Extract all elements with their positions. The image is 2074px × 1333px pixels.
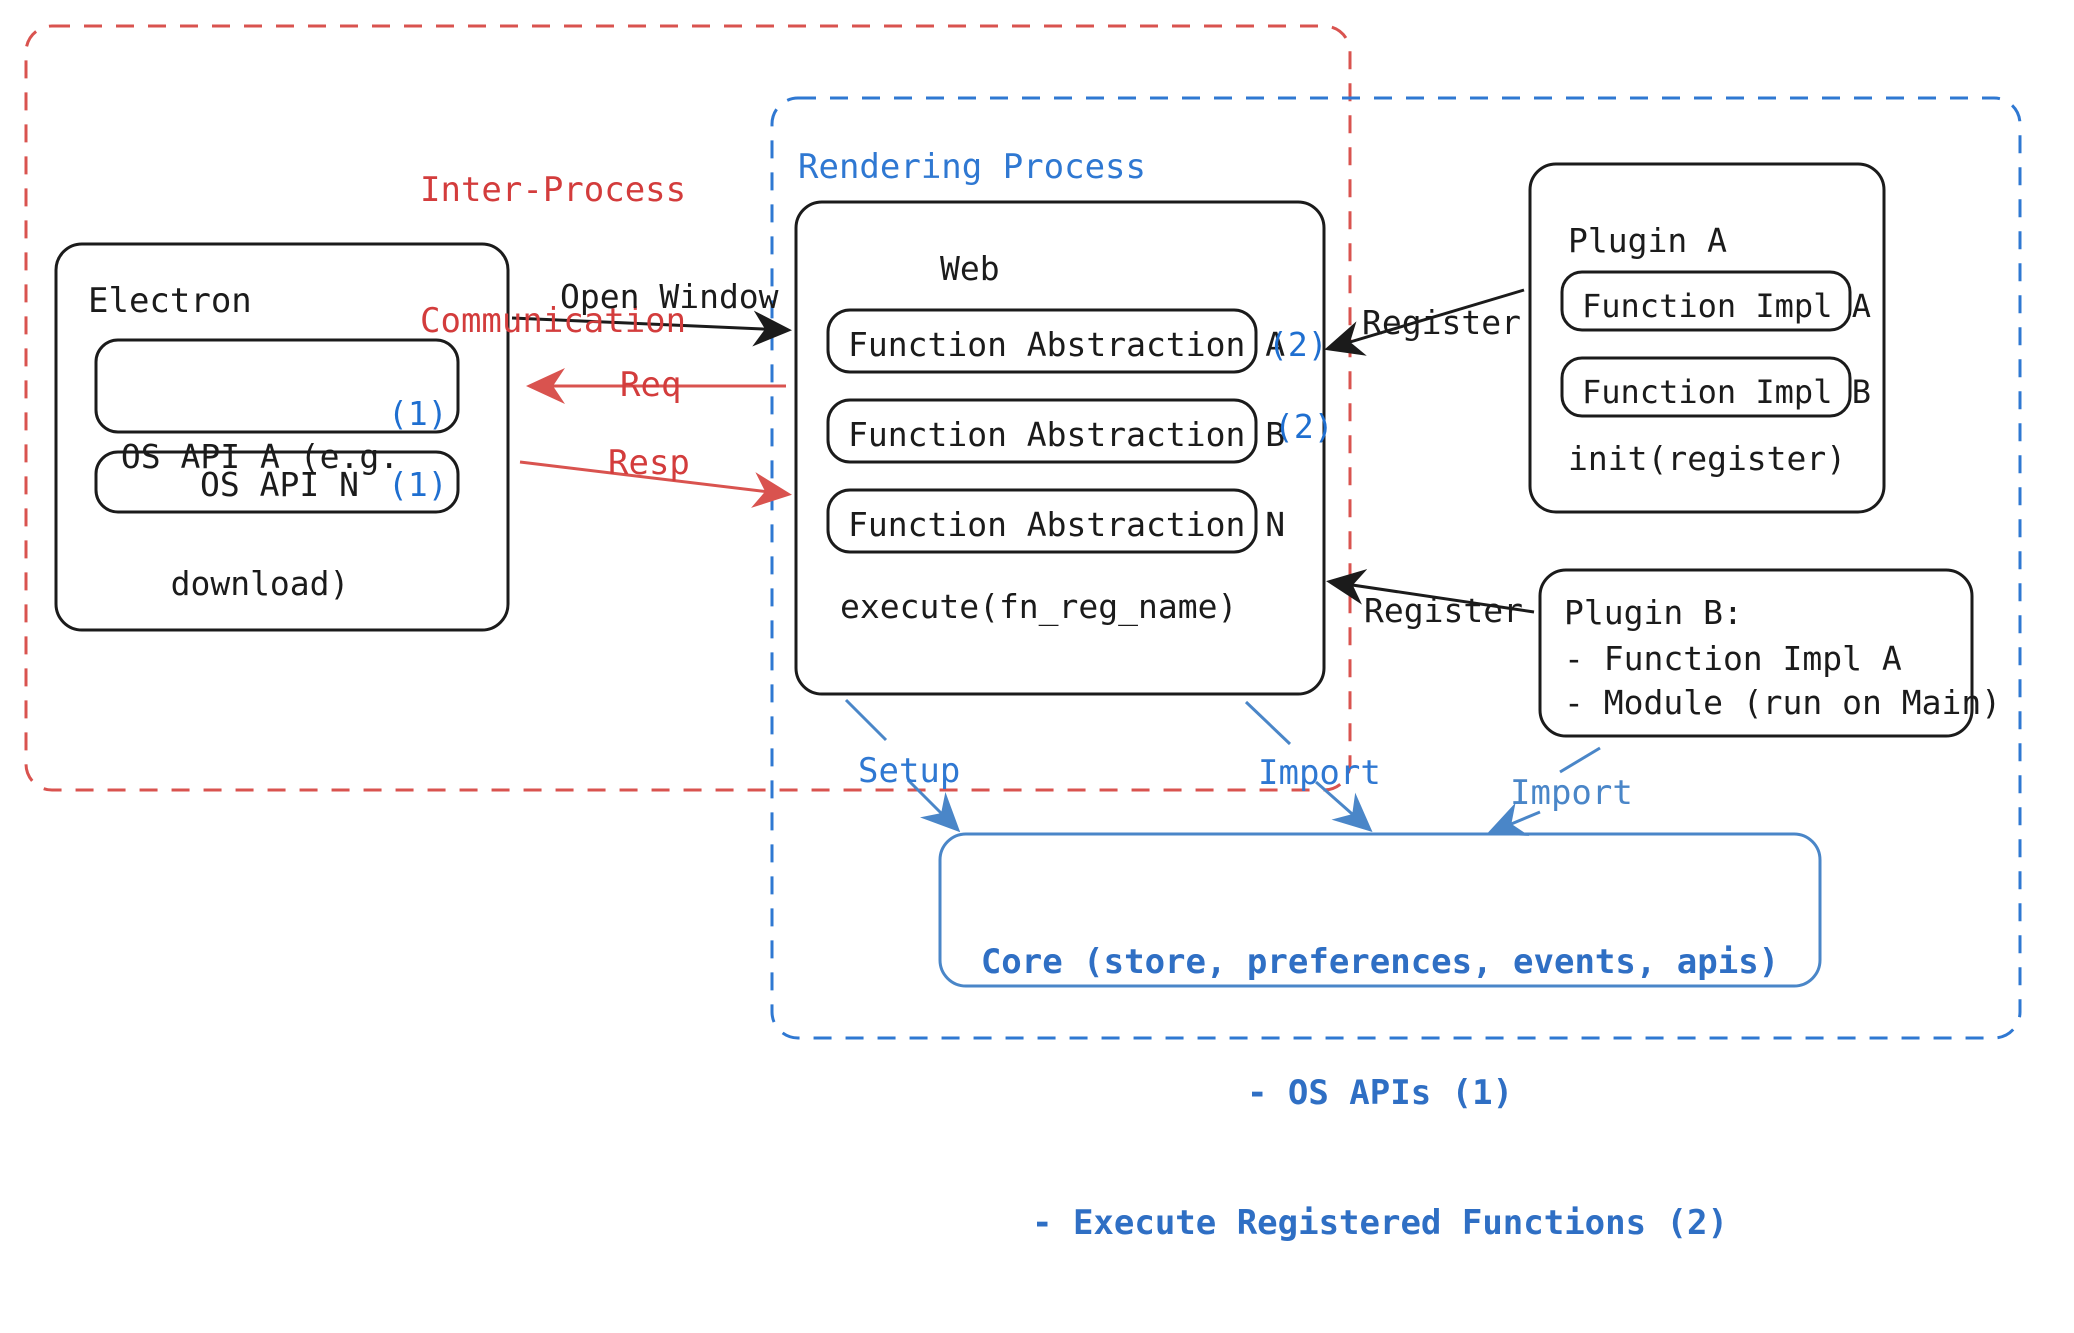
web-title: Web (940, 249, 1000, 288)
import-left-arrow-seg1 (1244, 700, 1292, 746)
register-top-arrow (1324, 288, 1525, 356)
function-abstraction-a-marker: (2) (1268, 325, 1328, 364)
plugin-b-item-1: - Module (run on Main) (1564, 683, 2002, 722)
plugin-a-title: Plugin A (1568, 221, 1727, 260)
plugin-a-impl-a-box (1560, 270, 1852, 332)
function-abstraction-n-box (826, 488, 1258, 554)
open-window-label: Open Window (560, 277, 779, 316)
function-abstraction-b-marker: (2) (1274, 407, 1334, 446)
import-left-label: Import (1258, 753, 1381, 793)
ipc-group-boundary (24, 24, 1352, 792)
plugin-a-init-label: init(register) (1568, 439, 1847, 478)
os-api-a-box (94, 338, 460, 434)
plugin-a-impl-b-label: Function Impl B (1582, 373, 1871, 411)
core-line-2: - OS APIs (1) (1246, 1072, 1514, 1113)
os-api-n-label: OS API N (200, 465, 359, 504)
import-right-label: Import (1510, 773, 1633, 813)
plugin-a-box (1528, 162, 1886, 514)
function-abstraction-a-label: Function Abstraction A (848, 325, 1286, 364)
ipc-label-line2: Communication (420, 300, 687, 341)
plugin-b-box (1538, 568, 1974, 738)
import-left-arrow-seg2 (1315, 780, 1373, 832)
plugin-b-title: Plugin B: (1564, 593, 1743, 632)
function-abstraction-b-label: Function Abstraction B (848, 415, 1286, 454)
diagram-canvas: Inter-Process Communication Rendering Pr… (24, 24, 2022, 1243)
rendering-process-boundary (770, 96, 2022, 1040)
function-abstraction-b-box (826, 398, 1258, 464)
register-bottom-label: Register (1364, 591, 1523, 630)
rendering-process-label: Rendering Process (798, 147, 1146, 187)
os-api-a-line1: OS API A (e.g. (120, 437, 400, 477)
function-abstraction-n-label: Function Abstraction N (848, 505, 1286, 544)
electron-title: Electron (88, 281, 252, 321)
setup-arrow-seg2 (906, 778, 961, 833)
os-api-a-marker: (1) (388, 394, 448, 433)
core-text: Core (store, preferences, events, apis) … (940, 854, 1820, 1333)
req-label: Req (620, 365, 682, 405)
resp-label: Resp (608, 443, 690, 483)
register-top-label: Register (1362, 303, 1521, 342)
core-line-1: Core (store, preferences, events, apis) (980, 942, 1780, 983)
setup-arrow-seg1 (844, 698, 888, 742)
plugin-b-item-0: - Function Impl A (1564, 639, 1902, 678)
core-line-3: - Execute Registered Functions (2) (1032, 1203, 1728, 1244)
os-api-a-label: OS API A (e.g. download) (110, 352, 410, 690)
register-bottom-arrow (1326, 569, 1535, 614)
open-window-arrow (511, 310, 792, 347)
diagram-svg (24, 24, 2022, 1040)
os-api-n-marker: (1) (388, 465, 448, 504)
os-api-n-box (94, 450, 460, 514)
plugin-a-impl-a-label: Function Impl A (1582, 287, 1871, 325)
resp-arrow (519, 460, 792, 508)
os-api-a-line2: download) (170, 564, 350, 604)
setup-label: Setup (858, 751, 961, 791)
ipc-label-line1: Inter-Process (420, 170, 687, 211)
web-execute-label: execute(fn_reg_name) (840, 587, 1238, 626)
import-right-arrow-seg1 (1559, 746, 1601, 774)
ipc-group-label: Inter-Process Communication (420, 82, 687, 430)
function-abstraction-a-box (826, 308, 1258, 374)
core-box (938, 832, 1822, 988)
plugin-a-impl-b-box (1560, 356, 1852, 418)
import-right-arrow-seg2 (1486, 802, 1541, 836)
